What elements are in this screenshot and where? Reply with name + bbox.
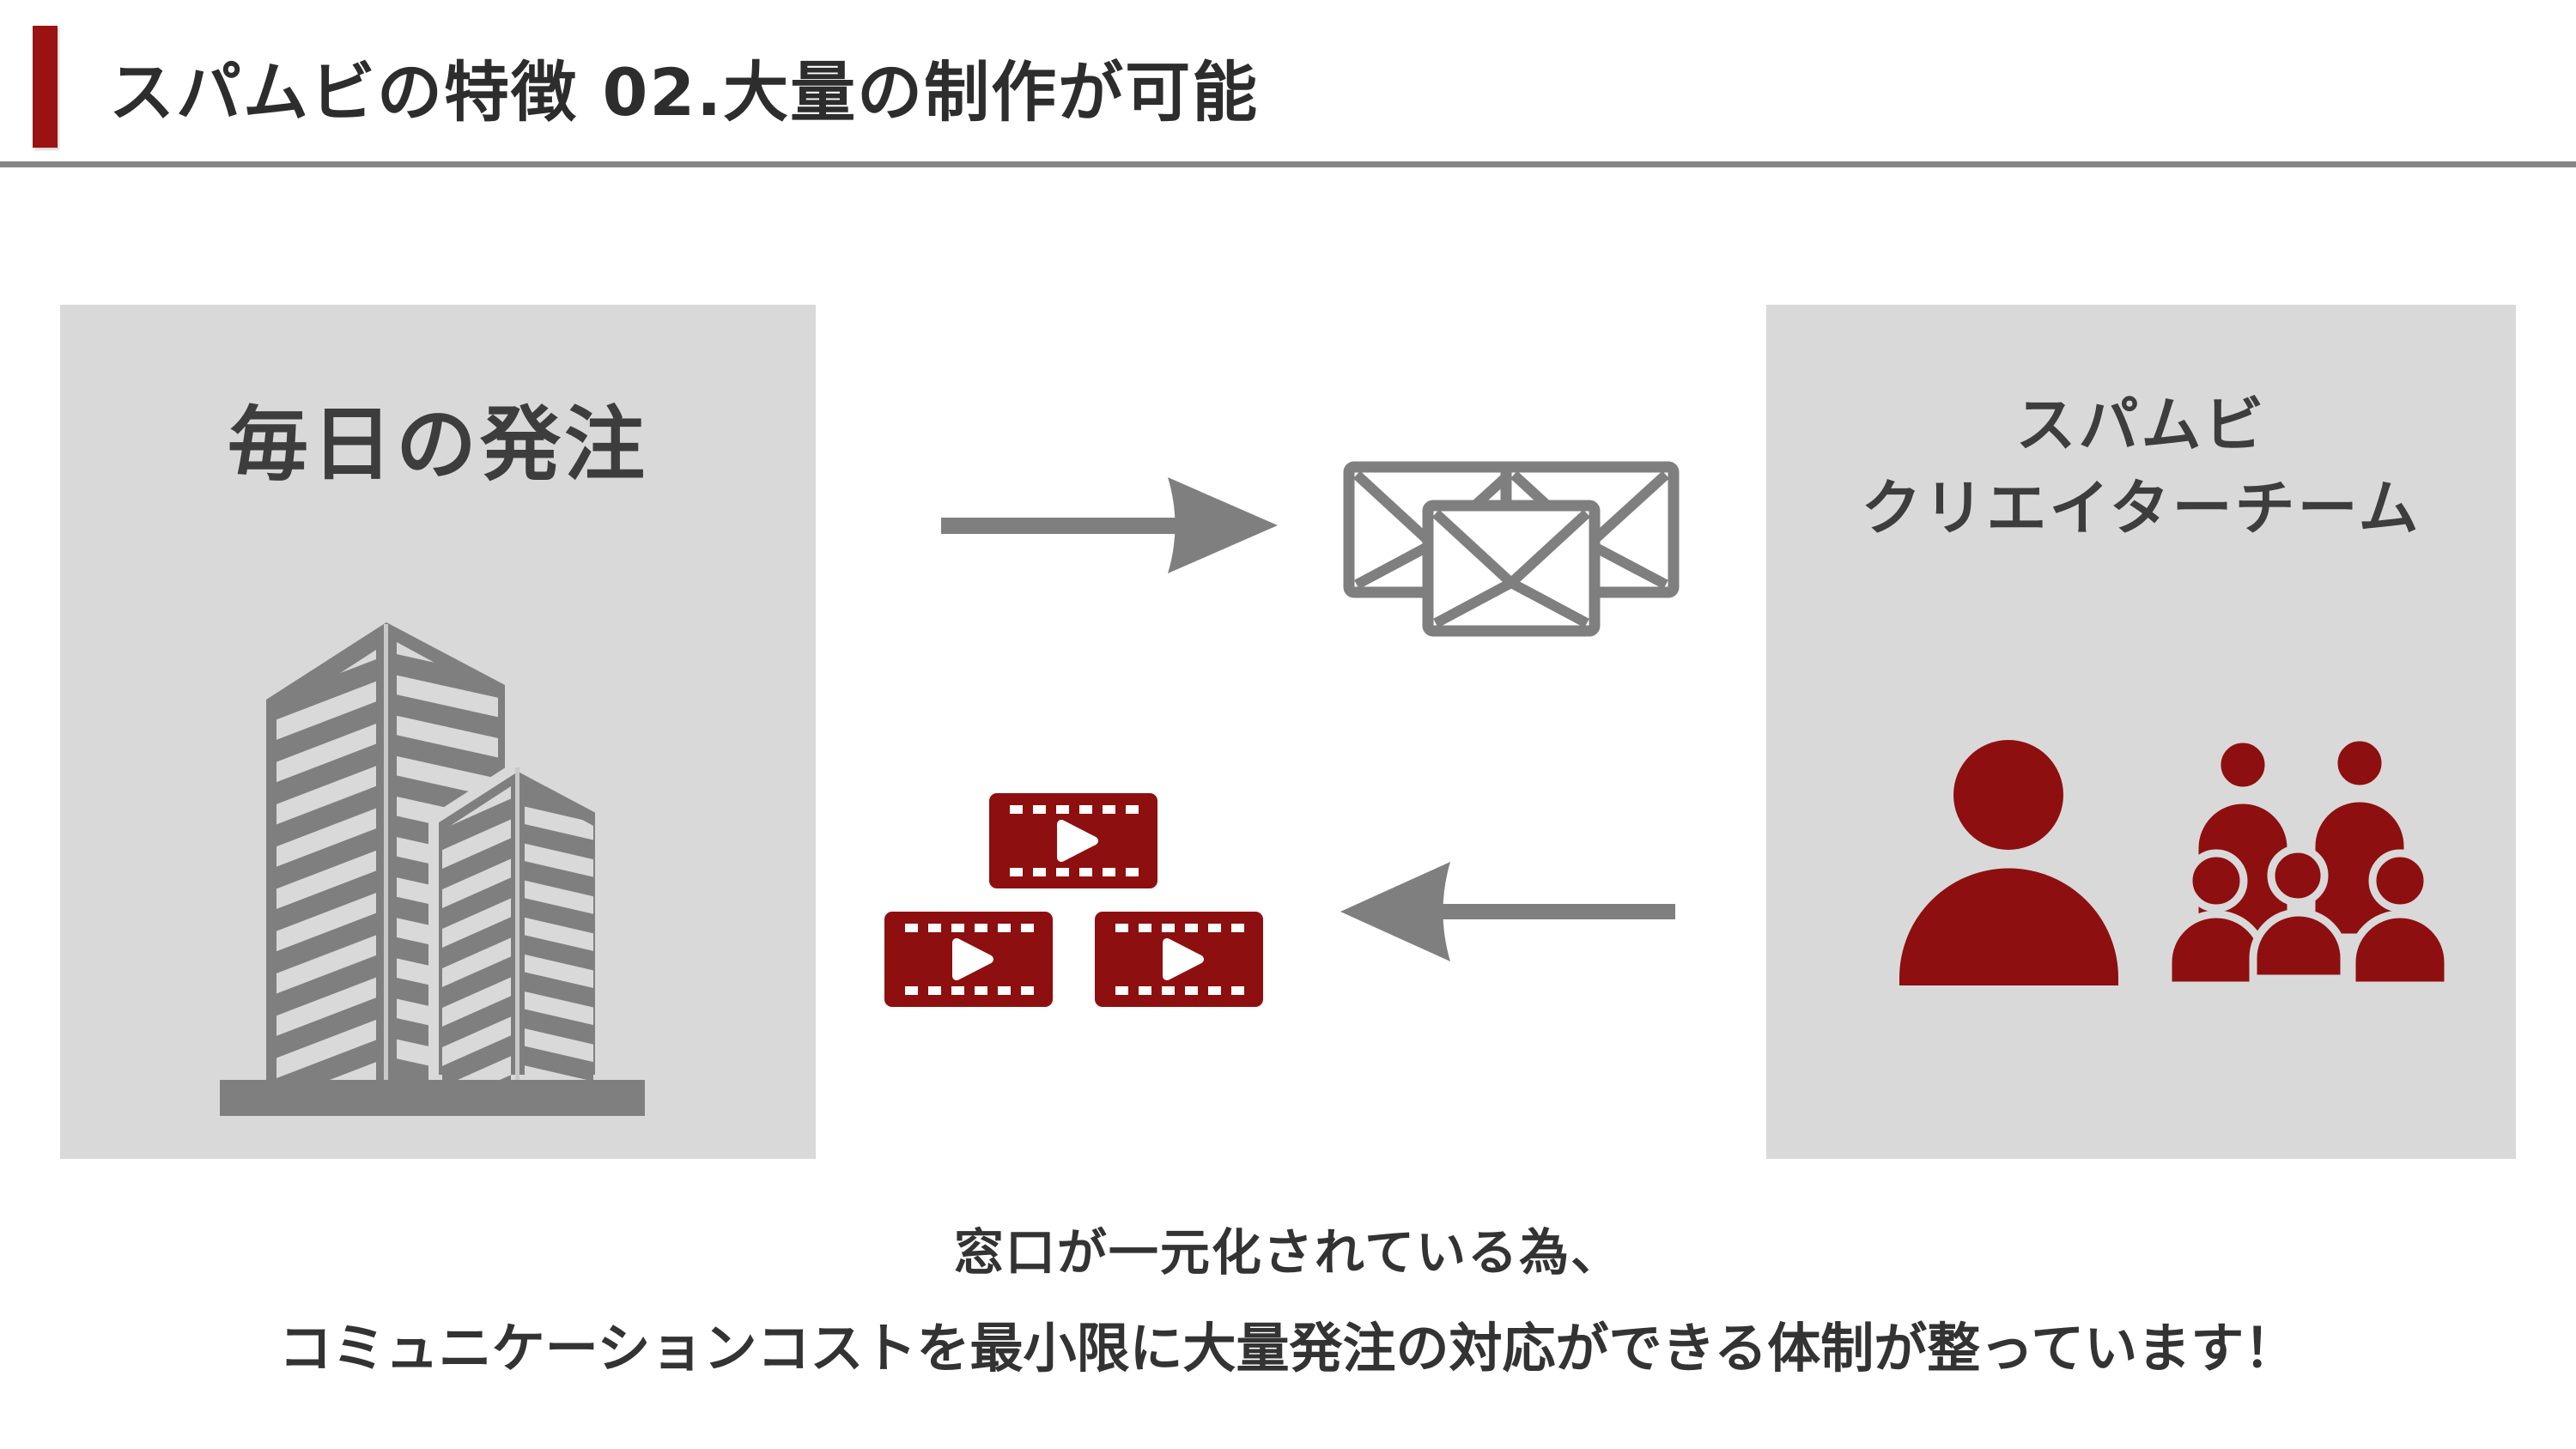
right-arrow-icon <box>941 477 1278 573</box>
page-title: スパムビの特徴 02.大量の制作が可能 <box>109 54 1260 130</box>
office-buildings-icon <box>220 622 645 1116</box>
film-icon <box>989 793 1157 888</box>
creator-team-label: スパムビ クリエイターチーム <box>1766 305 2516 549</box>
person-icon <box>1899 740 2118 985</box>
daily-orders-label: 毎日の発注 <box>227 398 648 492</box>
creator-team-label-line1: スパムビ <box>2015 390 2267 460</box>
creator-team-people-icon <box>1899 733 2452 990</box>
film-icon <box>1095 912 1263 1007</box>
creator-team-panel: スパムビ クリエイターチーム <box>1766 305 2516 1159</box>
film-icon <box>884 912 1053 1007</box>
envelope-icon <box>1422 500 1601 637</box>
title-accent-bar <box>33 26 58 148</box>
header-divider <box>0 161 2576 167</box>
caption: 窓口が一元化されている為、 コミュニケーションコストを最小限に大量発注の対応がで… <box>0 1222 2576 1380</box>
caption-line1: 窓口が一元化されている為、 <box>953 1223 1623 1282</box>
creator-team-label-line2: クリエイターチーム <box>1861 472 2421 543</box>
slide-header: スパムビの特徴 02.大量の制作が可能 <box>33 26 1259 148</box>
film-clips-icon <box>884 793 1263 1007</box>
envelopes-icon <box>1343 461 1680 637</box>
people-group-icon <box>2164 733 2452 990</box>
caption-line2: コミュニケーションコストを最小限に大量発注の対応ができる体制が整っています！ <box>278 1317 2298 1379</box>
left-arrow-icon <box>1340 862 1675 961</box>
